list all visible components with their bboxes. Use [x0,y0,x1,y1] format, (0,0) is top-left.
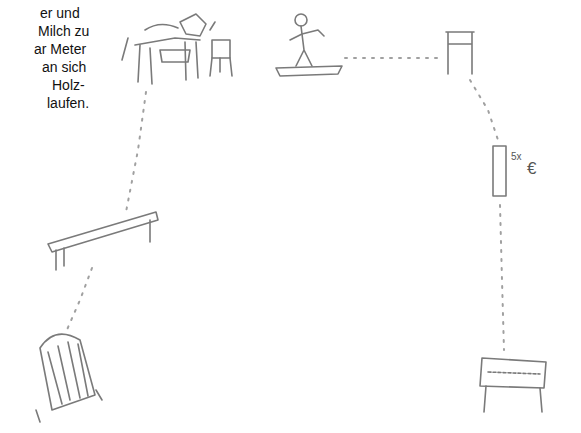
chair-figure [210,40,232,76]
text-line: Milch zu [38,24,89,38]
pillar-figure [493,146,506,196]
frame-figure [446,32,474,74]
text-line: er und [40,6,80,20]
text-line: Holz- [52,78,85,92]
annotation: 5x [511,152,522,162]
bench-figure [48,212,158,270]
text-line: ar Meter [34,42,86,56]
text-line: laufen. [47,96,89,110]
animal-figure [122,14,215,84]
sign-figure [480,358,546,412]
text-line: an sich [42,60,86,74]
balance-figure [276,14,342,76]
annotation: € [527,160,536,177]
sled-figure [36,334,102,422]
